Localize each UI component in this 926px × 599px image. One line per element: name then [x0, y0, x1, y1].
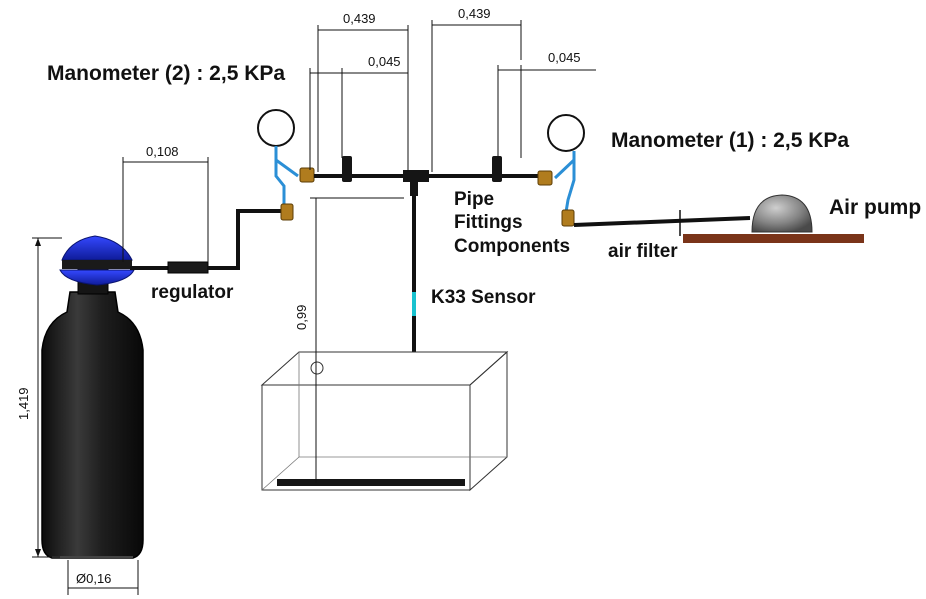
label-fittings: Fittings	[454, 212, 523, 233]
air-filter-line	[573, 210, 751, 236]
label-manometer-2: Manometer (2) : 2,5 KPa	[47, 62, 285, 85]
dim-top-left: 0,439	[343, 11, 376, 26]
main-pipe	[314, 156, 545, 196]
dim-regulator-span: 0,108	[146, 144, 179, 159]
label-air-pump: Air pump	[829, 196, 921, 219]
manometer-1	[537, 114, 585, 227]
air-pump	[683, 194, 864, 243]
label-manometer-1: Manometer (1) : 2,5 KPa	[611, 129, 849, 152]
label-k33-sensor: K33 Sensor	[431, 287, 536, 308]
dim-top-right: 0,439	[458, 6, 491, 21]
gas-cylinder	[41, 267, 144, 559]
label-air-filter: air filter	[608, 241, 678, 262]
dim-cylinder-diameter: Ø0,16	[76, 571, 111, 586]
dim-right-offset: 0,045	[548, 50, 581, 65]
regulator-assembly	[130, 209, 282, 274]
label-regulator: regulator	[151, 282, 234, 303]
dim-left-offset: 0,045	[368, 54, 401, 69]
manometer-2	[257, 109, 315, 221]
dim-drop-height: 0,99	[294, 305, 309, 330]
test-chamber	[260, 350, 509, 492]
dimension-lines	[32, 20, 596, 595]
label-pipe: Pipe	[454, 189, 494, 210]
cylinder-valve-cap	[59, 235, 135, 286]
label-components: Components	[454, 236, 570, 257]
dim-cylinder-height: 1,419	[16, 387, 31, 420]
